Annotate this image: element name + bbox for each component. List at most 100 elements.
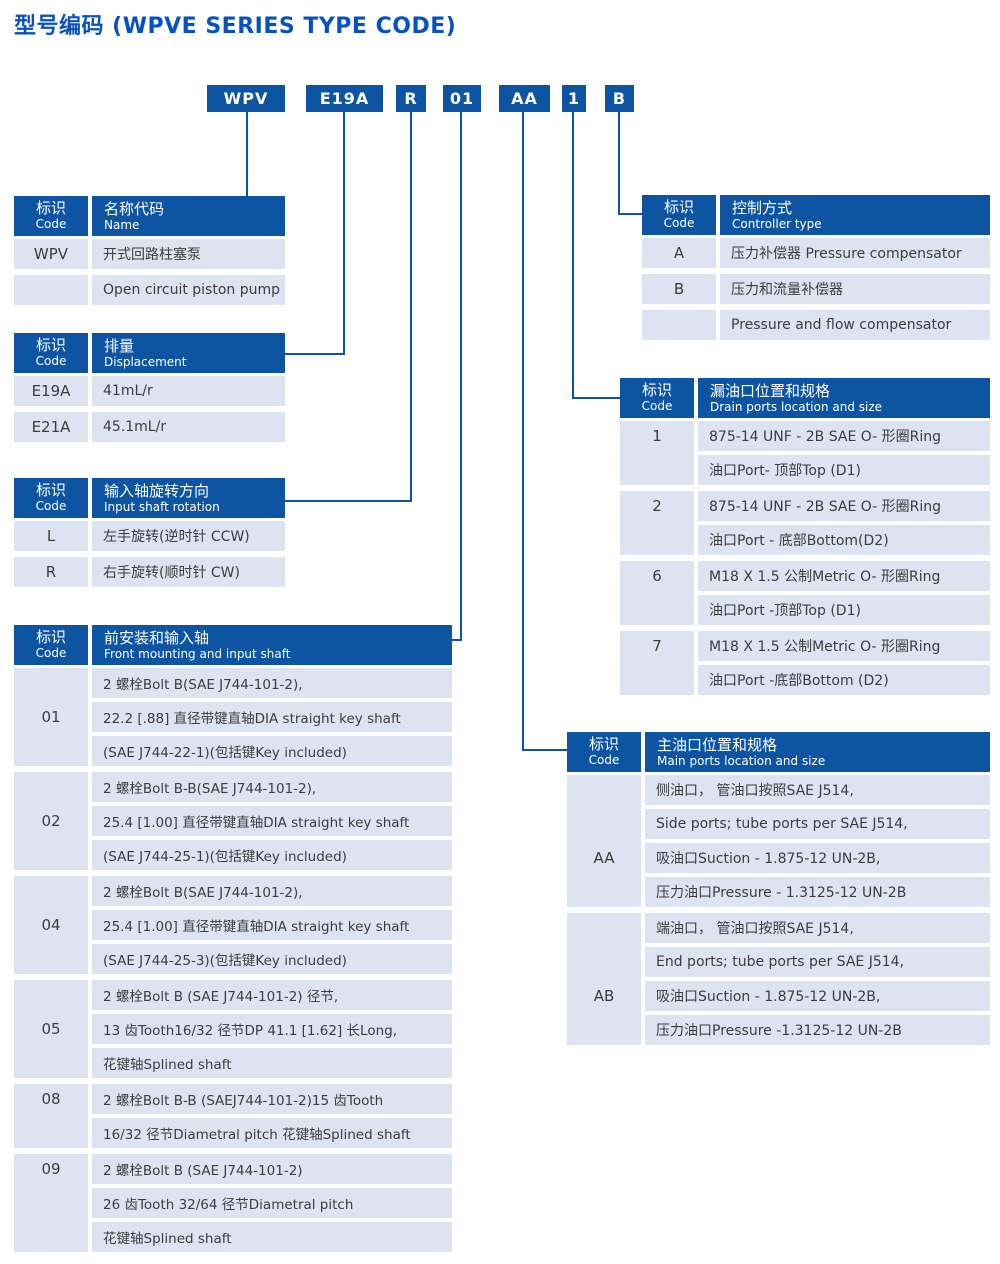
- code-value: R: [45, 563, 57, 581]
- code-cell: WPV: [14, 239, 88, 269]
- table-title-en: Displacement: [104, 354, 187, 369]
- description-cell: 22.2 [.88] 直径带键直轴DIA straight key shaft: [92, 702, 452, 732]
- type-code-segment-main-ports: AA: [499, 85, 550, 112]
- code-cell: 6: [620, 561, 694, 625]
- code-value: 2: [652, 497, 662, 515]
- connector-line-01-elbow: [452, 639, 462, 641]
- table-row-group: Open circuit piston pump: [14, 275, 285, 305]
- description-lines: 右手旋转(顺时针 CW): [92, 557, 285, 587]
- code-value: 02: [41, 812, 61, 830]
- table-title-zh: 前安装和输入轴: [104, 628, 210, 647]
- code-cell: [642, 310, 716, 340]
- code-cell: L: [14, 521, 88, 551]
- code-header-zh: 标识: [641, 381, 672, 400]
- description-cell: 13 齿Tooth16/32 径节DP 41.1 [1.62] 长Long,: [92, 1014, 452, 1044]
- table-title-zh: 主油口位置和规格: [657, 735, 778, 754]
- description-cell: 吸油口Suction - 1.875-12 UN-2B,: [645, 843, 990, 873]
- code-header-zh: 标识: [35, 481, 66, 500]
- code-cell: 2: [620, 491, 694, 555]
- table-title-zh: 名称代码: [104, 199, 165, 218]
- table-row-group: R 右手旋转(顺时针 CW): [14, 557, 285, 587]
- code-header-zh: 标识: [663, 198, 694, 217]
- description-lines: 2 螺栓Bolt B(SAE J744-101-2),25.4 [1.00] 直…: [92, 876, 452, 974]
- code-value: AB: [593, 987, 615, 1005]
- table-row-group: 01 2 螺栓Bolt B(SAE J744-101-2), 22.2 [.88] …: [14, 668, 452, 766]
- code-value: E19A: [31, 382, 71, 400]
- description-cell: 41mL/r: [92, 376, 285, 406]
- description-lines: 压力和流量补偿器: [720, 274, 990, 304]
- type-code-segment-name: WPV: [207, 85, 285, 112]
- connector-line-1: [572, 112, 574, 399]
- connector-line-r-elbow: [285, 500, 412, 502]
- type-code-segment-drain-ports: 1: [562, 85, 586, 112]
- description-cell: Open circuit piston pump: [92, 275, 285, 305]
- code-header-en: Code: [35, 353, 67, 368]
- code-cell: AB: [567, 913, 641, 1045]
- code-header-zh: 标识: [588, 735, 619, 754]
- description-cell: 2 螺栓Bolt B-B(SAE J744-101-2),: [92, 772, 452, 802]
- description-lines: Open circuit piston pump: [92, 275, 285, 305]
- code-header-en: Code: [35, 498, 67, 513]
- description-lines: 侧油口， 管油口按照SAE J514,Side ports; tube port…: [645, 775, 990, 907]
- description-cell: 2 螺栓Bolt B(SAE J744-101-2),: [92, 876, 452, 906]
- description-cell: 开式回路柱塞泵: [92, 239, 285, 269]
- code-value: 01: [41, 708, 61, 726]
- code-value: 09: [41, 1160, 61, 1178]
- code-header-zh: 标识: [35, 628, 66, 647]
- type-code-segment-controller: B: [605, 85, 634, 112]
- code-cell: B: [642, 274, 716, 304]
- description-cell: 875-14 UNF - 2B SAE O- 形圈Ring: [698, 421, 990, 451]
- description-cell: 右手旋转(顺时针 CW): [92, 557, 285, 587]
- code-cell: 04: [14, 876, 88, 974]
- table-row-group: E19A 41mL/r: [14, 376, 285, 406]
- connector-line-e19a: [343, 112, 345, 355]
- code-cell: E21A: [14, 412, 88, 442]
- connector-line-e19a-elbow: [285, 353, 345, 355]
- description-lines: 压力补偿器 Pressure compensator: [720, 238, 990, 268]
- description-cell: 875-14 UNF - 2B SAE O- 形圈Ring: [698, 491, 990, 521]
- table-title-en: Controller type: [732, 216, 822, 231]
- table-title-zh: 排量: [104, 336, 135, 355]
- code-header-zh: 标识: [35, 336, 66, 355]
- connector-line-b-elbow: [618, 213, 643, 215]
- description-cell: 端油口， 管油口按照SAE J514,: [645, 913, 990, 943]
- table-title-zh: 输入轴旋转方向: [104, 481, 210, 500]
- code-cell: 09: [14, 1154, 88, 1252]
- description-lines: 2 螺栓Bolt B-B(SAE J744-101-2),25.4 [1.00]…: [92, 772, 452, 870]
- description-cell: (SAE J744-25-1)(包括键Key included): [92, 840, 452, 870]
- code-value: 7: [652, 637, 662, 655]
- table-title-zh: 漏油口位置和规格: [710, 381, 831, 400]
- description-cell: 油口Port - 底部Bottom(D2): [698, 525, 990, 555]
- table-title-en: Front mounting and input shaft: [104, 646, 291, 661]
- code-cell: 01: [14, 668, 88, 766]
- description-cell: 左手旋转(逆时针 CCW): [92, 521, 285, 551]
- description-cell: Side ports; tube ports per SAE J514,: [645, 809, 990, 839]
- table-title-en: Drain ports location and size: [710, 399, 883, 414]
- description-cell: 2 螺栓Bolt B(SAE J744-101-2),: [92, 668, 452, 698]
- code-cell: 7: [620, 631, 694, 695]
- code-value: 05: [41, 1020, 61, 1038]
